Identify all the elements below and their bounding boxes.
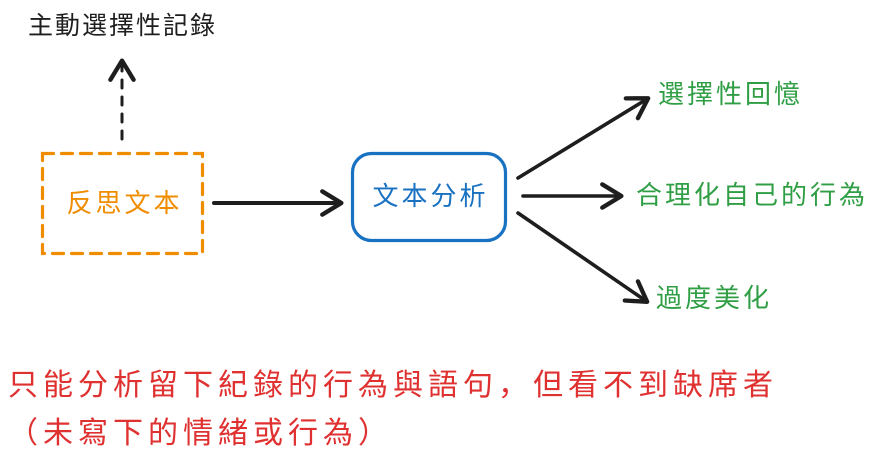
annotation-top-label: 主動選擇性記錄	[28, 12, 218, 40]
caption-note: 只能分析留下紀錄的行為與語句，但看不到缺席者 （未寫下的情緒或行為）	[8, 362, 778, 458]
caption-line-1: 只能分析留下紀錄的行為與語句，但看不到缺席者	[8, 369, 778, 402]
outcome-arrow-1	[516, 96, 651, 180]
process-box-label: 文本分析	[372, 181, 489, 212]
process-box-outline	[350, 151, 508, 243]
outcome-label-over-beautify: 過度美化	[656, 283, 773, 313]
outcome-label-rationalization: 合理化自己的行為	[636, 180, 869, 210]
caption-line-2: （未寫下的情緒或行為）	[8, 417, 393, 450]
outcome-label-selective-recall: 選擇性回憶	[658, 79, 804, 109]
outcome-arrow-3	[516, 211, 650, 304]
input-box-label: 反思文本	[66, 187, 183, 218]
input-box-outline	[40, 151, 205, 256]
